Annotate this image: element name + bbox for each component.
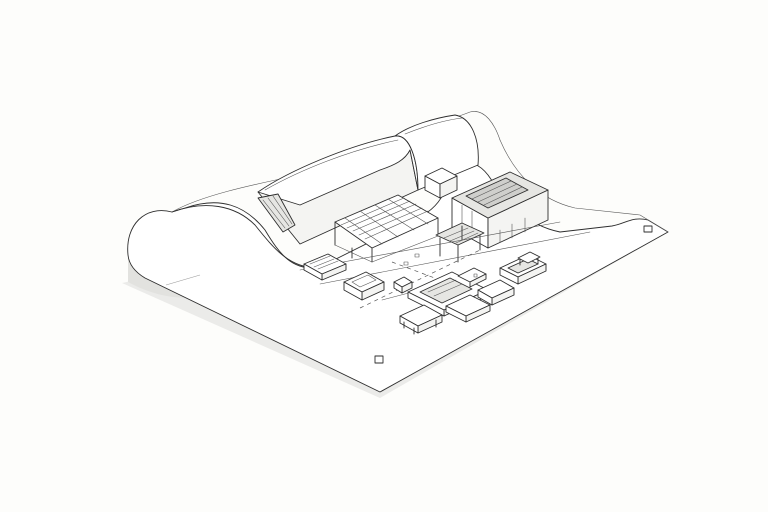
small-shelter (517, 251, 541, 266)
small-kiosk (393, 276, 413, 294)
hangar-end-window-left (257, 193, 296, 233)
left-wave-edge (171, 205, 319, 269)
window-mullion (262, 199, 286, 229)
pavilion-left (303, 253, 347, 281)
rooftop-box-top (424, 167, 458, 185)
pergola-top (435, 222, 485, 246)
paper-crease (165, 274, 201, 286)
truss-canopy (334, 194, 439, 263)
corner-mark-right (643, 225, 653, 233)
bench-block-1 (457, 267, 487, 288)
truss-columns (334, 217, 439, 263)
path-edge (299, 221, 561, 271)
truss-base (334, 235, 439, 263)
service-block (477, 279, 515, 306)
window-mullion (272, 195, 293, 225)
entrance-pergola (435, 222, 485, 263)
paper-sheet (127, 111, 669, 393)
pavilion-front (399, 304, 443, 335)
roof-panel-lines (471, 180, 523, 206)
corner-mark-bottom (374, 355, 384, 364)
building-facade-lines (461, 204, 526, 243)
window-mullion (267, 197, 290, 227)
hangar-vault-ridge (264, 139, 399, 191)
hangar (257, 114, 479, 245)
pavilion-planter (343, 271, 385, 301)
dashed-path (391, 261, 441, 281)
dashed-path (359, 249, 481, 309)
pergola-slats (443, 227, 479, 244)
bench-block-2 (445, 294, 491, 323)
site-marks (403, 253, 478, 278)
hangar-vault-rear (394, 114, 479, 191)
truss-ribs (340, 197, 429, 245)
vault-ridge (404, 117, 463, 135)
pavilion-right (499, 254, 547, 285)
pergola-posts (439, 225, 481, 263)
